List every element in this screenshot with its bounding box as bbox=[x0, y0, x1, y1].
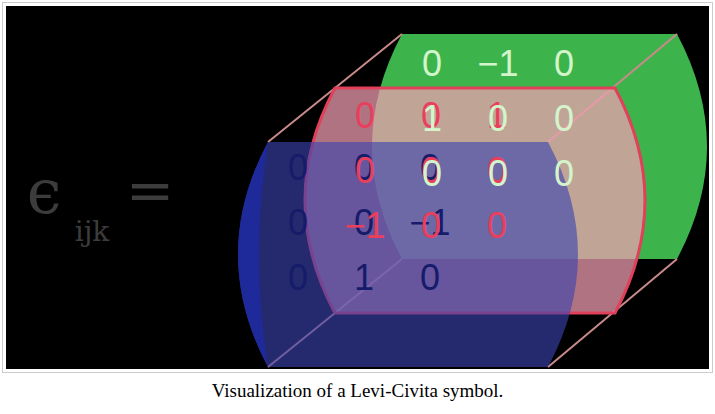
red-matrix-entry: 0 bbox=[355, 153, 375, 189]
equals-sign: = bbox=[126, 161, 175, 219]
black-ground bbox=[6, 6, 709, 369]
epsilon-symbol: ϵ bbox=[27, 161, 62, 223]
red-matrix-entry: −1 bbox=[344, 208, 385, 244]
index-subscript: ijk bbox=[75, 218, 110, 246]
blue-matrix-entry: 0 bbox=[420, 260, 440, 296]
green-matrix-entry: 0 bbox=[488, 101, 508, 137]
red-matrix-entry: 0 bbox=[421, 208, 441, 244]
blue-matrix-entry: 0 bbox=[288, 260, 308, 296]
blue-matrix-entry: 0 bbox=[288, 205, 308, 241]
green-matrix-entry: 0 bbox=[488, 156, 508, 192]
green-matrix-entry: 0 bbox=[554, 101, 574, 137]
red-matrix-entry: 0 bbox=[355, 98, 375, 134]
caption: Visualization of a Levi-Civita symbol. bbox=[0, 380, 715, 403]
blue-matrix-entry: 1 bbox=[354, 260, 374, 296]
green-matrix-entry: 0 bbox=[554, 156, 574, 192]
green-matrix-entry: 0 bbox=[554, 46, 574, 82]
green-matrix-entry: 1 bbox=[422, 101, 442, 137]
blue-layer bbox=[238, 142, 578, 367]
blue-layer-rim bbox=[238, 142, 268, 367]
image-frame bbox=[3, 3, 713, 373]
red-matrix-entry: 0 bbox=[487, 208, 507, 244]
green-matrix-entry: −1 bbox=[477, 46, 518, 82]
green-matrix-entry: 0 bbox=[422, 156, 442, 192]
blue-matrix-entry: 0 bbox=[288, 150, 308, 186]
green-matrix-entry: 0 bbox=[422, 46, 442, 82]
